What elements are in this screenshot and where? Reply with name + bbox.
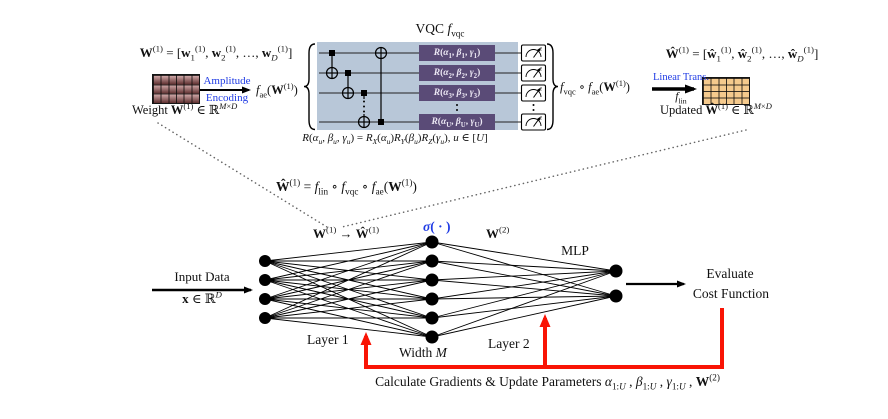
network-edge: [264, 260, 433, 281]
network-edge: [264, 279, 433, 300]
weight-matrix-label: Weight W(1) ∈ ℝM×D: [132, 100, 238, 117]
network-edge: [264, 279, 433, 319]
network-node: [259, 274, 271, 286]
network-edge: [431, 260, 617, 297]
weight-matrix-icon: [152, 74, 200, 104]
network-edge: [431, 295, 617, 300]
ellipsis-dots: [532, 99, 535, 101]
activation-label: σ( · ): [423, 219, 451, 234]
network-edge: [264, 279, 433, 338]
network-edge: [431, 279, 617, 297]
input-data-label: Input Data: [174, 269, 230, 284]
ellipsis-dots: [532, 104, 535, 106]
right-brace: [546, 43, 559, 131]
weight-update-label: W(1) → Ŵ(1): [313, 224, 380, 241]
meter-z-label: z: [539, 46, 543, 53]
network-node: [259, 255, 271, 267]
network-node: [425, 311, 439, 325]
f-vqc-output-label: fvqc ∘ fae(W(1)): [560, 77, 630, 97]
network-edge: [264, 260, 433, 319]
network-edge: [264, 298, 433, 319]
network-node: [425, 273, 439, 287]
network-edge: [264, 241, 433, 300]
rotation-gate-3: R(α3, β3, γ3): [419, 85, 495, 101]
network-edge: [431, 270, 617, 300]
measurement-icon: z: [520, 84, 547, 102]
width-label: Width M: [399, 345, 447, 360]
network-edge: [264, 298, 433, 319]
network-edge: [264, 260, 433, 300]
measurement-icon: z: [520, 44, 547, 62]
updated-weight-matrix-icon: [702, 77, 750, 105]
layer1-label: Layer 1: [307, 332, 349, 347]
network-edge: [264, 260, 433, 281]
network-node: [259, 293, 271, 305]
network-edge: [264, 260, 433, 338]
vqc-title: VQC fvqc: [415, 21, 465, 39]
gradient-update-label: Calculate Gradients & Update Parameters …: [375, 372, 720, 392]
network-edge: [264, 279, 433, 300]
network-edge: [264, 260, 433, 319]
encoding-label: Encoding: [205, 92, 249, 104]
linear-trans-label: Linear Trans.: [653, 72, 709, 83]
meter-z-label: z: [539, 115, 543, 122]
measurement-icon: z: [520, 113, 547, 131]
network-edge: [431, 295, 617, 319]
w2-label: W(2): [486, 224, 510, 241]
layer2-label: Layer 2: [488, 336, 530, 351]
weight-vector-formula: W(1) = [w1(1), w2(1), …, wD(1)]: [139, 43, 293, 63]
meter-z-label: z: [539, 66, 543, 73]
network-node: [425, 292, 439, 306]
cost-function-label: Cost Function: [692, 286, 770, 301]
network-edge: [431, 270, 617, 281]
network-node: [425, 330, 439, 344]
measurement-icon: z: [520, 64, 547, 82]
composite-function-formula: Ŵ(1) = flin ∘ fvqc ∘ fae(W(1)): [276, 177, 417, 197]
rotation-gate-1: R(α1, β1, γ1): [419, 45, 495, 61]
rotation-definition-formula: R(αu, βu, γu) = RX(αu)RY(βu)RZ(γu), u ∈ …: [302, 132, 488, 147]
network-edge: [431, 270, 617, 319]
network-edge: [264, 241, 433, 319]
network-node: [425, 235, 439, 249]
rotation-gate-2: R(α2, β2, γ2): [419, 65, 495, 81]
network-edge: [264, 260, 433, 300]
input-vector-label: x ∈ ℝD: [182, 289, 222, 306]
network-edge: [264, 241, 433, 281]
network-node: [609, 289, 623, 303]
updated-weight-matrix-label: Updated Ŵ(1) ∈ ℝM×D: [660, 100, 772, 117]
f-lin-label: flin: [675, 91, 687, 106]
network-node: [425, 254, 439, 268]
mlp-label: MLP: [561, 243, 589, 258]
network-node: [259, 312, 271, 324]
meter-z-label: z: [539, 86, 543, 93]
network-edge: [264, 241, 433, 262]
f-ae-label: fae(W(1)): [256, 80, 298, 100]
updated-weight-vector-formula: Ŵ(1) = [ŵ1(1), ŵ2(1), …, ŵD(1)]: [665, 44, 819, 64]
amplitude-label: Amplitude: [203, 75, 251, 87]
ellipsis-dots: [532, 109, 535, 111]
evaluate-label: Evaluate: [706, 266, 754, 281]
network-edge: [431, 260, 617, 272]
rotation-gate-U: R(αU, βU, γU): [419, 114, 495, 130]
network-edge: [264, 279, 433, 319]
network-edge: [431, 295, 617, 338]
network-edge: [431, 270, 617, 338]
network-node: [609, 264, 623, 278]
